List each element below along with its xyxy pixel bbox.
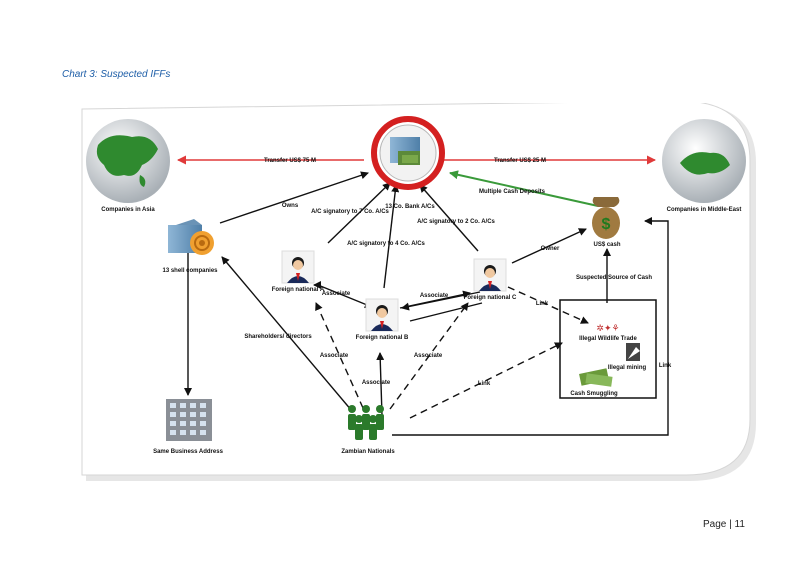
svg-text:$: $ <box>602 216 611 233</box>
associate-bc-label: Associate <box>420 293 449 299</box>
connections <box>184 171 669 436</box>
fn-b-label: Foreign national B <box>356 335 409 341</box>
zambian-nationals-icon <box>348 405 384 440</box>
middle-east-label: Companies in Middle-East <box>667 207 742 213</box>
shareholders-label: Shareholders/ directors <box>244 334 312 340</box>
shell-label: 13 shell companies <box>162 268 218 274</box>
usd-cash-label: US$ cash <box>593 242 620 248</box>
ac2-label: A/C signatory to 2 Co. A/Cs <box>417 219 495 225</box>
owner-label: Owner <box>541 246 560 252</box>
mining-label: Illegal mining <box>608 365 647 371</box>
office-building-icon <box>166 399 212 441</box>
smuggling-label: Cash Smuggling <box>570 391 618 397</box>
shell-companies-icon <box>168 219 214 255</box>
ac7-label: A/C signatory to 7 Co. A/Cs <box>311 209 389 215</box>
dashed-connections <box>315 286 589 419</box>
svg-text:✲✦⚘: ✲✦⚘ <box>596 323 619 333</box>
link-c-label: Link <box>536 301 549 307</box>
owns-label: Owns <box>282 203 299 209</box>
associate-ab-label: Associate <box>322 291 351 297</box>
fn-c-label: Foreign national C <box>464 295 517 301</box>
multiple-cash-arrow <box>449 170 599 207</box>
multiple-cash-label: Multiple Cash Deposits <box>479 189 546 195</box>
mining-icon <box>626 343 640 361</box>
transfer-asia-label: Transfer US$ 75 M <box>264 158 316 164</box>
associate-za-label: Associate <box>320 353 349 359</box>
chart-caption: Chart 3: Suspected IFFs <box>62 69 171 80</box>
bank-label: 13 Co. Bank A/Cs <box>385 204 435 210</box>
ac4-label: A/C signatory to 4 Co. A/Cs <box>347 241 425 247</box>
foreign-national-c-icon <box>473 258 507 292</box>
money-bag-icon: $ <box>592 197 620 239</box>
bank-icon <box>371 116 445 190</box>
wildlife-label: Illegal Wildlife Trade <box>579 336 637 342</box>
transfer-me-label: Transfer US$ 25 M <box>494 158 546 164</box>
foreign-national-a-icon <box>281 250 315 284</box>
suspected-source-label: Suspected Source of Cash <box>576 275 652 281</box>
iff-diagram: Companies in Asia Companies in Middle-Ea… <box>81 103 756 481</box>
cash-stack-icon <box>579 368 613 387</box>
asia-globe-icon <box>86 119 170 203</box>
page-number: Page | 11 <box>703 519 745 530</box>
link-right-label: Link <box>659 363 672 369</box>
middle-east-globe-icon <box>662 119 746 203</box>
wildlife-icon: ✲✦⚘ <box>590 321 626 333</box>
fn-a-label: Foreign national A <box>272 287 325 293</box>
asia-label: Companies in Asia <box>101 207 155 213</box>
associate-zc-label: Associate <box>414 353 443 359</box>
link-z-label: Link <box>478 381 491 387</box>
zambian-label: Zambian Nationals <box>341 449 395 455</box>
same-address-label: Same Business Address <box>153 449 223 455</box>
associate-zb-label: Associate <box>362 380 391 386</box>
foreign-national-b-icon <box>365 298 399 332</box>
